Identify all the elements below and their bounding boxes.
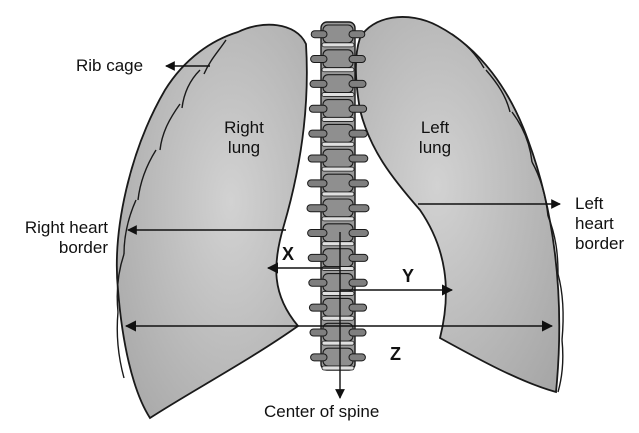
vertebra-process <box>349 354 365 361</box>
vertebra-process <box>308 180 327 187</box>
right-lung-label-line1: Right <box>206 118 282 138</box>
vertebra-process <box>308 155 327 162</box>
intervertebral-disc <box>322 142 354 146</box>
vertebra <box>323 348 353 366</box>
intervertebral-disc <box>322 117 354 121</box>
vertebra-process <box>349 56 365 63</box>
vertebra <box>323 274 353 292</box>
vertebra <box>323 224 353 242</box>
vertebra-process <box>349 80 366 87</box>
intervertebral-disc <box>322 366 354 370</box>
vertebra-process <box>308 254 327 261</box>
vertebra <box>323 75 353 93</box>
vertebra-process <box>349 105 367 112</box>
intervertebral-disc <box>322 242 354 246</box>
intervertebral-disc <box>322 167 354 171</box>
vertebra-process <box>349 329 366 336</box>
right-heart-border-label: Right heart border <box>6 218 108 258</box>
intervertebral-disc <box>322 217 354 221</box>
vertebra-process <box>349 155 368 162</box>
right-heart-border-label-line1: Right heart <box>6 218 108 238</box>
vertebra <box>323 174 353 192</box>
vertebra-process <box>310 80 327 87</box>
right-lung-label: Right lung <box>206 118 282 158</box>
vertebra-process <box>309 105 327 112</box>
vertebra-process <box>311 31 327 38</box>
vertebra-process <box>349 254 368 261</box>
vertebra-process <box>349 230 368 237</box>
z-label: Z <box>390 344 401 364</box>
left-heart-border-label: Left heart border <box>575 194 624 254</box>
vertebra <box>323 199 353 217</box>
intervertebral-disc <box>322 43 354 47</box>
right-lung <box>117 25 307 418</box>
vertebra <box>323 25 353 43</box>
vertebra-process <box>349 130 367 137</box>
intervertebral-disc <box>322 341 354 345</box>
right-lung-label-line2: lung <box>206 138 282 158</box>
vertebra-process <box>309 279 327 286</box>
center-of-spine-label: Center of spine <box>264 402 379 422</box>
left-heart-border-label-line3: border <box>575 234 624 254</box>
right-heart-border-label-line2: border <box>6 238 108 258</box>
vertebra <box>323 50 353 68</box>
left-lung-label: Left lung <box>400 118 470 158</box>
vertebra-process <box>311 56 327 63</box>
vertebra-process <box>307 205 327 212</box>
vertebra-process <box>311 354 327 361</box>
vertebra <box>323 249 353 267</box>
intervertebral-disc <box>322 192 354 196</box>
intervertebral-disc <box>322 93 354 97</box>
left-heart-border-label-line1: Left <box>575 194 624 214</box>
vertebra-process <box>308 230 327 237</box>
vertebra-process <box>349 279 367 286</box>
y-label: Y <box>402 266 414 286</box>
vertebra-process <box>349 205 369 212</box>
vertebra-process <box>349 304 367 311</box>
left-lung-label-line2: lung <box>400 138 470 158</box>
rib-cage-label: Rib cage <box>76 56 143 76</box>
vertebra-process <box>309 130 327 137</box>
x-label: X <box>282 244 294 264</box>
vertebra <box>323 298 353 316</box>
intervertebral-disc <box>322 68 354 72</box>
vertebra <box>323 149 353 167</box>
vertebra-process <box>349 180 368 187</box>
vertebra-process <box>349 31 365 38</box>
vertebra <box>323 100 353 118</box>
left-lung-label-line1: Left <box>400 118 470 138</box>
intervertebral-disc <box>322 316 354 320</box>
vertebra-process <box>309 304 327 311</box>
vertebra <box>323 124 353 142</box>
vertebra-process <box>310 329 327 336</box>
intervertebral-disc <box>322 291 354 295</box>
left-heart-border-label-line2: heart <box>575 214 624 234</box>
